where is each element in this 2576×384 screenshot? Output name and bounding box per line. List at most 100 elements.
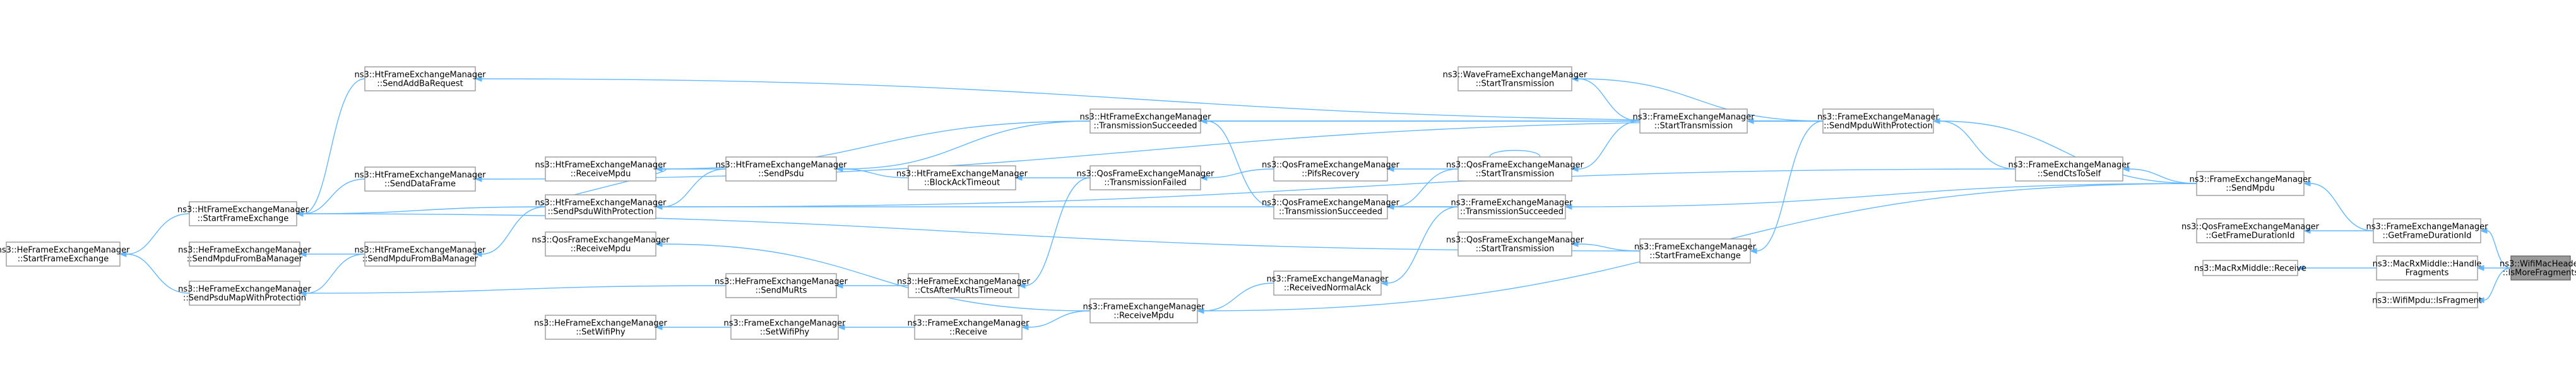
graph-node[interactable]: ns3::FrameExchangeManager::Receive	[907, 315, 1030, 340]
node-label: ::ReceiveMpdu	[571, 245, 631, 254]
graph-node[interactable]: ns3::QosFrameExchangeManager::GetFrameDu…	[2181, 218, 2320, 243]
graph-node[interactable]: ns3::HtFrameExchangeManager::SendPsdu	[716, 156, 848, 182]
node-label: ns3::HtFrameExchangeManager	[1080, 113, 1212, 122]
node-label: ns3::QosFrameExchangeManager	[1446, 236, 1584, 245]
node-box	[189, 201, 297, 226]
graph-node[interactable]: ns3::FrameExchangeManager::SendMpduWithP…	[1817, 108, 1940, 134]
graph-node[interactable]: ns3::HtFrameExchangeManager::SendDataFra…	[355, 166, 487, 192]
graph-node[interactable]: ns3::QosFrameExchangeManager::StartTrans…	[1446, 156, 1584, 182]
graph-edge	[1199, 168, 1274, 181]
graph-node[interactable]: ns3::HeFrameExchangeManager::SendPsduMap…	[178, 281, 312, 306]
node-label: ::TransmissionFailed	[1104, 178, 1186, 188]
graph-node[interactable]: ns3::HtFrameExchangeManager::SendAddBaRe…	[355, 66, 487, 91]
graph-node[interactable]: ns3::HeFrameExchangeManager::SetWifiPhy	[534, 315, 668, 340]
graph-node[interactable]: ns3::QosFrameExchangeManager::PifsRecove…	[1262, 156, 1400, 182]
node-box	[1273, 194, 1388, 219]
edge-line	[302, 213, 1641, 252]
graph-node[interactable]: ns3::WaveFrameExchangeManager::StartTran…	[1443, 66, 1588, 91]
graph-edge	[299, 253, 365, 296]
edge-line	[1756, 120, 1824, 252]
graph-node[interactable]: ns3::HtFrameExchangeManager::BlockAckTim…	[896, 165, 1028, 190]
node-label: ::SendPsduWithProtection	[548, 207, 654, 217]
graph-node[interactable]: ns3::HeFrameExchangeManager::SendMuRts	[715, 273, 848, 298]
node-label: ns3::HeFrameExchangeManager	[715, 277, 848, 287]
graph-edge	[2296, 265, 2377, 271]
edge-line	[540, 168, 667, 207]
edge-arrowhead	[1199, 175, 1208, 181]
node-box	[1457, 194, 1566, 219]
edge-line	[1939, 120, 2197, 184]
node-box	[364, 241, 476, 267]
edge-line	[1577, 78, 1641, 122]
node-box	[1457, 231, 1572, 257]
graph-node[interactable]: ns3::HtFrameExchangeManager::StartFrameE…	[177, 201, 309, 226]
edge-line	[1028, 310, 1091, 328]
edge-line	[481, 206, 546, 255]
graph-node[interactable]: ns3::FrameExchangeManager::ReceiveMpdu	[1083, 298, 1205, 323]
graph-node[interactable]: ns3::WifiMpdu::IsFragment	[2372, 292, 2482, 308]
graph-node[interactable]: ns3::QosFrameExchangeManager::Transmissi…	[1076, 165, 1214, 190]
node-label: ns3::HtFrameExchangeManager	[716, 161, 848, 170]
edge-arrowhead	[1564, 204, 1572, 210]
node-box	[1822, 108, 1934, 134]
node-label: ns3::HtFrameExchangeManager	[535, 161, 667, 170]
graph-node[interactable]: ns3::HtFrameExchangeManager::Transmissio…	[1080, 108, 1212, 134]
edge-line	[1577, 120, 1641, 170]
graph-node[interactable]: ns3::FrameExchangeManager::SetWifiPhy	[723, 315, 846, 340]
graph-node[interactable]: ns3::FrameExchangeManager::StartFrameExc…	[1634, 238, 1757, 264]
graph-node[interactable]: ns3::QosFrameExchangeManager::StartTrans…	[1446, 231, 1584, 257]
edge-line	[1489, 149, 1541, 158]
node-label: ::IsMoreFragments	[2503, 269, 2576, 278]
graph-root-node[interactable]: ns3::WifiMacHeader::IsMoreFragments	[2500, 255, 2576, 281]
edge-arrowhead	[2303, 228, 2311, 234]
graph-node[interactable]: ns3::HeFrameExchangeManager::CtsAfterMuR…	[897, 273, 1031, 298]
graph-node[interactable]: ns3::MacRxMiddle::Receive	[2194, 260, 2306, 276]
graph-edge	[295, 211, 1641, 252]
graph-node[interactable]: ns3::FrameExchangeManager::ReceivedNorma…	[1266, 271, 1389, 296]
graph-node[interactable]: ns3::QosFrameExchangeManager::Transmissi…	[1262, 194, 1400, 219]
node-label: ns3::HtFrameExchangeManager	[535, 199, 667, 208]
node-label: ::GetFrameDurationId	[2206, 231, 2295, 241]
graph-node[interactable]: ns3::HtFrameExchangeManager::ReceiveMpdu	[535, 156, 667, 182]
graph-edge	[119, 251, 190, 294]
graph-node[interactable]: ns3::FrameExchangeManager::SendMpdu	[2189, 171, 2312, 196]
edge-arrowhead	[474, 176, 482, 182]
node-box	[1457, 156, 1572, 182]
graph-node[interactable]: ns3::HeFrameExchangeManager::SendMpduFro…	[178, 241, 312, 267]
graph-node[interactable]: ns3::FrameExchangeManager::SendCtsToSelf	[2008, 156, 2130, 182]
graph-node[interactable]: ns3::QosFrameExchangeManager::ReceiveMpd…	[531, 231, 670, 257]
edge-line	[1571, 183, 2197, 207]
edge-line	[1206, 120, 1274, 207]
edge-line	[2310, 183, 2374, 231]
graph-edge	[2122, 166, 2197, 184]
node-label: ns3::QosFrameExchangeManager	[1446, 161, 1584, 170]
graph-edge	[1570, 76, 1641, 122]
edge-line	[2486, 230, 2512, 269]
graph-node[interactable]: ns3::HtFrameExchangeManager::SendPsduWit…	[535, 194, 667, 219]
graph-node[interactable]: ns3::HtFrameExchangeManager::SendMpduFro…	[355, 241, 487, 267]
edge-line	[302, 206, 546, 214]
graph-node[interactable]: ns3::FrameExchangeManager::GetFrameDurat…	[2366, 218, 2488, 243]
graph-edge	[835, 282, 908, 289]
node-box	[2376, 292, 2478, 308]
node-box	[545, 231, 656, 257]
node-box	[189, 241, 300, 267]
node-label: ns3::HtFrameExchangeManager	[355, 171, 487, 180]
node-label: ns3::FrameExchangeManager	[723, 319, 846, 329]
edge-arrowhead	[474, 251, 482, 257]
node-label: ::StartFrameExchange	[1649, 252, 1741, 261]
edge-line	[2128, 168, 2197, 184]
graph-node[interactable]: ns3::HeFrameExchangeManager::StartFrameE…	[0, 241, 130, 267]
graph-node[interactable]: ns3::FrameExchangeManager::TransmissionS…	[1451, 194, 1573, 219]
node-label: ::SendMpduWithProtection	[1824, 122, 1933, 131]
graph-edge	[1018, 177, 1091, 289]
node-label: ::SendPsdu	[758, 170, 804, 179]
node-box	[1639, 108, 1748, 134]
graph-node[interactable]: ns3::FrameExchangeManager::StartTransmis…	[1632, 108, 1755, 134]
edge-arrowhead	[299, 290, 307, 296]
node-label: ns3::FrameExchangeManager	[1083, 303, 1205, 312]
node-label: ::StartFrameExchange	[198, 214, 289, 224]
node-box	[2510, 255, 2571, 281]
node-box	[2015, 156, 2123, 182]
